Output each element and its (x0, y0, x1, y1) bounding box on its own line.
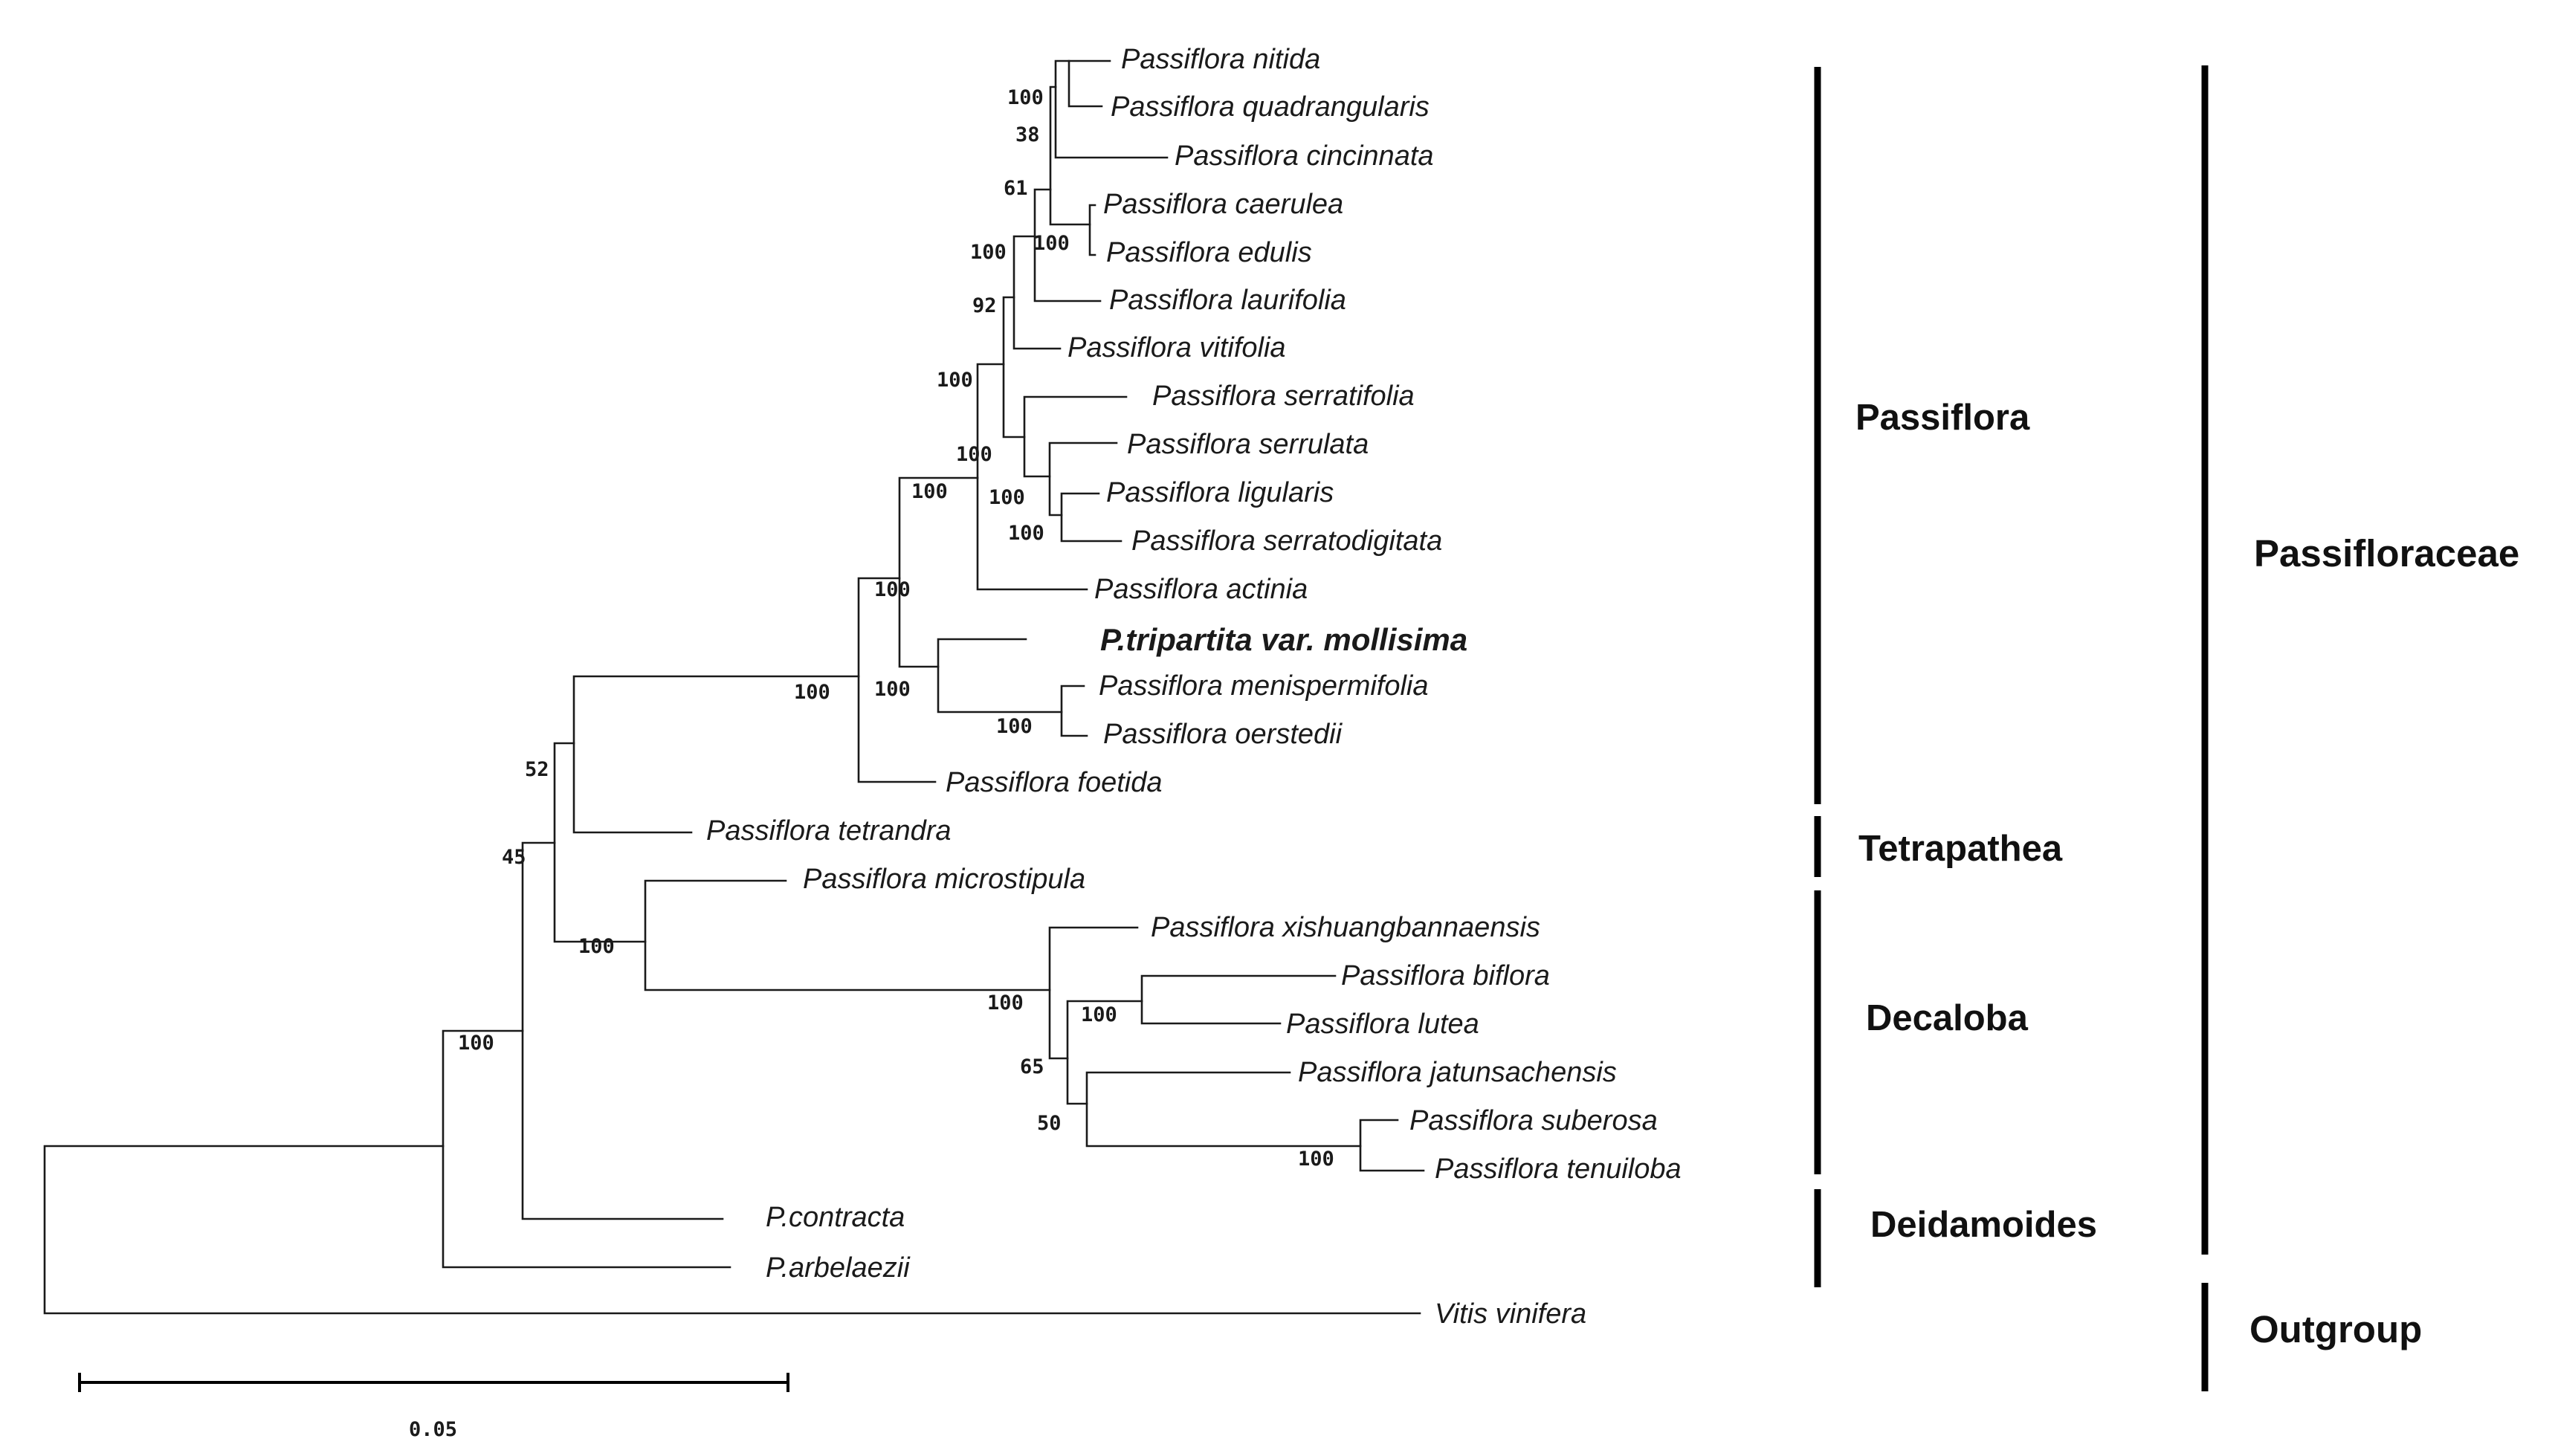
biflora-lutea-node-branch (1140, 974, 1337, 1025)
passiflora-decaloba-node-branch (553, 742, 647, 943)
taxon-label: Passiflora oerstedii (1103, 719, 1343, 750)
taxon-label: Passiflora tenuiloba (1435, 1154, 1682, 1185)
support-value: 45 (502, 846, 526, 869)
vitifolia-node-branch (1002, 296, 1026, 439)
support-value: 100 (1008, 522, 1044, 545)
support-value: 100 (874, 678, 911, 701)
core-node-branch (1033, 188, 1102, 302)
tripartita-node-branch (937, 638, 1063, 714)
actinia-node-branch (976, 363, 1088, 591)
taxon-label: Passiflora menispermifolia (1099, 670, 1429, 702)
suberosa-tenuiloba-node-branch (1359, 1119, 1425, 1172)
taxon-label: Passiflora serratifolia (1152, 381, 1415, 412)
biflora-jatunsachensis-node-branch (1066, 1000, 1143, 1105)
ligularis-node-branch (1060, 492, 1123, 543)
support-value: 50 (1037, 1112, 1062, 1135)
support-value: 52 (525, 758, 549, 781)
support-value: 92 (972, 294, 997, 317)
passiflora-tetrandra-node-branch (572, 675, 860, 834)
support-values: 100 38 61 100 100 92 100 100 100 100 100… (458, 86, 1334, 1171)
scale-bar-label: 0.05 (409, 1418, 457, 1441)
passiflora-core-node-branch (857, 577, 937, 783)
taxon-label: Passiflora xishuangbannaensis (1151, 912, 1540, 943)
taxon-labels: Passiflora nitida Passiflora quadrangula… (706, 44, 1682, 1330)
passifloraceae-node-branch (442, 1029, 731, 1269)
support-value: 100 (1007, 86, 1044, 109)
taxon-label-highlighted: P.tripartita var. mollisima (1100, 622, 1467, 657)
support-value: 100 (970, 241, 1007, 264)
support-value: 100 (911, 480, 948, 503)
support-value: 100 (989, 486, 1025, 509)
support-value: 100 (794, 681, 830, 704)
taxon-label: Passiflora microstipula (803, 864, 1085, 895)
root-branch (43, 1145, 1421, 1315)
clade-label-deidamoides: Deidamoides (1870, 1205, 2097, 1245)
menispermifolia-oerstedii-node-branch (1060, 685, 1088, 737)
taxon-label: Passiflora quadrangularis (1111, 91, 1430, 123)
taxon-label: Passiflora suberosa (1409, 1105, 1658, 1136)
support-value: 100 (1081, 1003, 1117, 1026)
taxon-label: Passiflora nitida (1121, 44, 1320, 75)
support-value: 65 (1020, 1055, 1044, 1078)
scale-bar-line (78, 1373, 789, 1392)
taxon-label: Passiflora jatunsachensis (1298, 1057, 1617, 1088)
taxon-label: Vitis vinifera (1435, 1298, 1586, 1330)
support-value: 61 (1004, 177, 1028, 200)
taxon-label: Passiflora cincinnata (1175, 140, 1434, 172)
jatunsachensis-node-branch (1085, 1071, 1362, 1148)
taxon-label: Passiflora serrulata (1127, 429, 1369, 460)
clade-label-decaloba: Decaloba (1866, 998, 2029, 1038)
tree-branches (43, 59, 1425, 1315)
nitida-quadrangularis-node-branch (1054, 59, 1169, 159)
taxon-label: Passiflora tetrandra (706, 815, 952, 847)
support-value: 38 (1015, 123, 1040, 146)
taxon-label: Passiflora ligularis (1106, 477, 1334, 508)
support-value: 100 (1298, 1148, 1334, 1171)
family-label-passifloraceae: Passifloraceae (2254, 532, 2519, 575)
serrulata-node-branch (1048, 441, 1118, 517)
decaloba-core-node-branch (1048, 926, 1139, 1060)
serratifolia-node-branch (1023, 395, 1128, 478)
family-label-outgroup: Outgroup (2249, 1308, 2422, 1350)
support-value: 100 (1033, 232, 1070, 255)
taxon-label: P.contracta (766, 1202, 905, 1233)
scale-bar: 0.05 (78, 1373, 789, 1441)
caerulea-edulis-node-branch (1088, 204, 1096, 256)
clade-label-tetrapathea: Tetrapathea (1858, 829, 2063, 869)
support-value: 100 (874, 578, 911, 601)
taxon-label: Passiflora vitifolia (1067, 332, 1286, 363)
taxon-label: Passiflora actinia (1094, 574, 1308, 605)
taxon-label: Passiflora caerulea (1103, 189, 1343, 220)
support-value: 100 (987, 991, 1024, 1015)
taxon-label: Passiflora serratodigitata (1131, 525, 1442, 557)
microstipula-node-branch (644, 879, 1051, 991)
support-value: 100 (996, 715, 1033, 738)
deidamoides-node-branch (521, 841, 724, 1220)
passiflora-tripartita-node-branch (898, 476, 979, 668)
support-value: 100 (956, 443, 992, 466)
taxon-label: Passiflora laurifolia (1109, 285, 1346, 316)
laurifolia-node-branch (1012, 235, 1062, 350)
support-value: 100 (937, 369, 973, 392)
taxon-label: Passiflora lutea (1286, 1009, 1479, 1040)
nitida-node-branch (1067, 59, 1111, 108)
clade-label-passiflora: Passiflora (1855, 398, 2030, 438)
taxon-label: P.arbelaezii (766, 1252, 911, 1284)
taxon-label: Passiflora foetida (946, 767, 1163, 798)
support-value: 100 (458, 1032, 494, 1055)
clade-annotations: Passiflora Tetrapathea Decaloba Deidamoi… (1814, 65, 2519, 1391)
taxon-label: Passiflora biflora (1341, 960, 1550, 991)
support-value: 100 (578, 935, 615, 958)
taxon-label: Passiflora edulis (1106, 237, 1312, 268)
